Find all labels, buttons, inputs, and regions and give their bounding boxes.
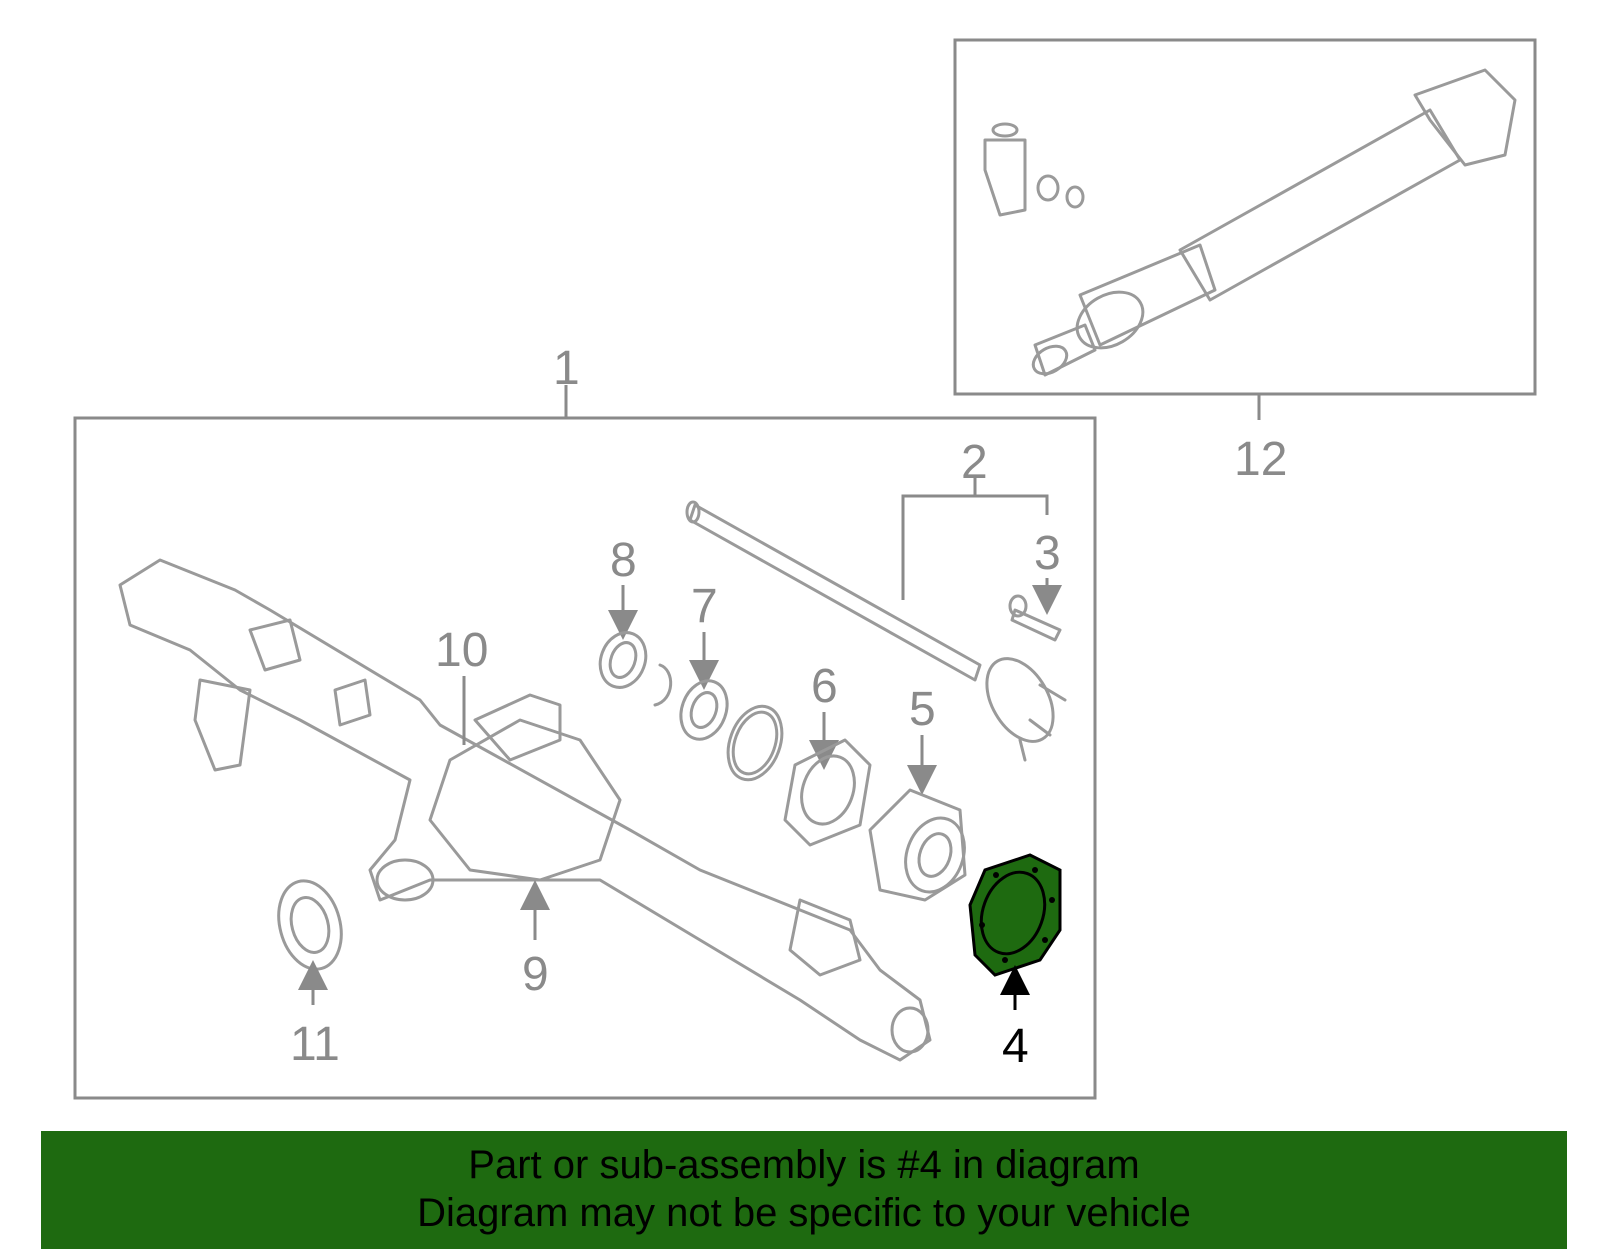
callout-1: 1 — [553, 342, 580, 395]
axle-housing-drawing — [118, 558, 932, 1062]
driveshaft-drawing — [983, 68, 1517, 377]
callout-9: 9 — [522, 948, 549, 1001]
banner-line-1: Part or sub-assembly is #4 in diagram — [468, 1143, 1140, 1187]
callout-6: 6 — [811, 660, 838, 713]
bearing-drawing — [679, 679, 729, 741]
callout-7: 7 — [691, 580, 718, 633]
callout-5: 5 — [909, 683, 936, 736]
axle-shaft-drawing — [685, 500, 1067, 762]
callout-12: 12 — [1234, 433, 1287, 486]
info-banner: Part or sub-assembly is #4 in diagram Di… — [41, 1131, 1567, 1249]
axle-assembly-box — [73, 416, 1097, 1100]
gasket-drawing — [277, 879, 343, 971]
retainer-drawing — [783, 738, 872, 847]
banner-line-2: Diagram may not be specific to your vehi… — [417, 1191, 1191, 1235]
callout-10: 10 — [435, 624, 488, 677]
callout-2: 2 — [961, 436, 988, 489]
callout-8: 8 — [610, 534, 637, 587]
callout-3: 3 — [1034, 527, 1061, 580]
callout-11: 11 — [290, 1018, 340, 1071]
driveshaft-box — [953, 38, 1537, 396]
seal-drawing — [598, 631, 648, 689]
highlighted-part-4[interactable] — [968, 853, 1062, 977]
bolt-drawing — [1008, 594, 1062, 642]
hub-drawing — [868, 788, 967, 902]
callout-4: 4 — [1002, 1020, 1029, 1073]
